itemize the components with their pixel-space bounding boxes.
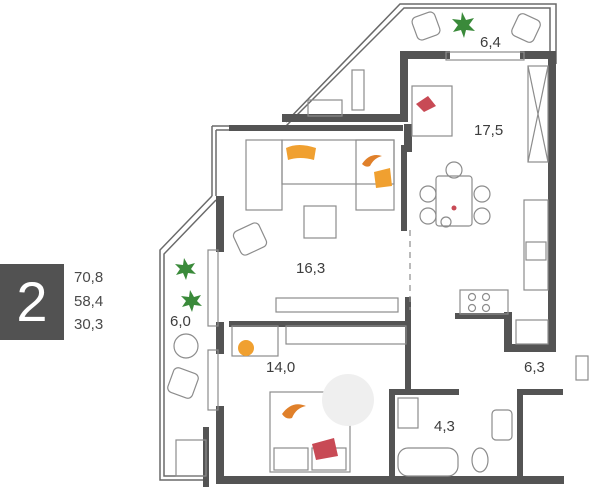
armchair-icon [167, 367, 199, 399]
leaf-icon [282, 404, 306, 419]
armchair-icon [511, 13, 541, 43]
area-summary: 70,8 58,4 30,3 [74, 266, 134, 337]
leaf-icon [362, 155, 382, 167]
room-label-bedroom: 14,0 [266, 359, 295, 376]
room-label-balcony-left: 6,0 [170, 313, 191, 330]
rooms-count-badge: 2 [0, 264, 64, 340]
plant-icon [175, 258, 202, 312]
kitchen-area: 30,3 [74, 316, 104, 333]
windows [207, 51, 549, 411]
armchair-icon [411, 11, 441, 41]
living-area: 58,4 [74, 292, 104, 310]
room-label-balcony-top: 6,4 [480, 34, 501, 51]
walls [203, 51, 564, 487]
room-label-living: 16,3 [296, 260, 325, 277]
furniture [167, 11, 589, 477]
room-label-hall: 6,3 [524, 359, 545, 376]
room-label-kitchen: 17,5 [474, 122, 503, 139]
armchair-icon [232, 222, 268, 256]
room-label-bathroom: 4,3 [434, 418, 455, 435]
total-area: 70,8 [74, 269, 104, 286]
plant-icon [452, 12, 475, 38]
